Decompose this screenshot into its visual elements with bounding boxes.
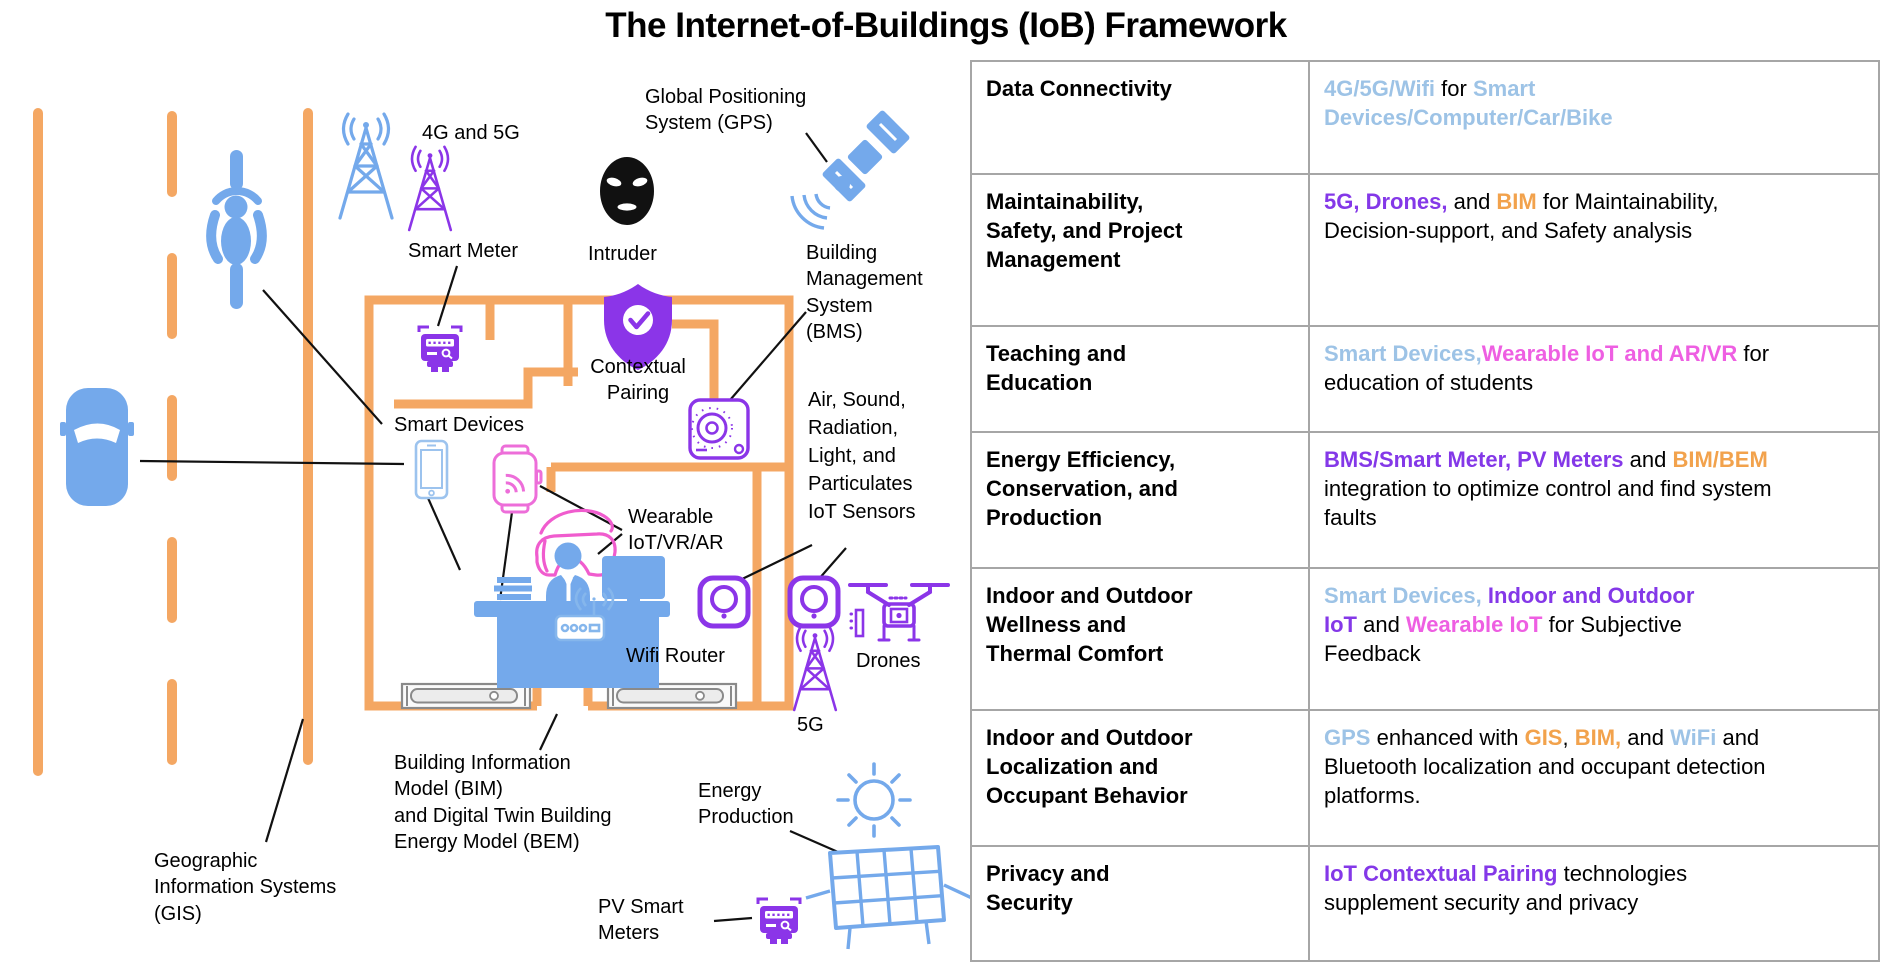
gps-satellite-icon <box>790 110 910 230</box>
label-wifi-router: Wifi Router <box>626 645 725 667</box>
description-segment: and <box>1621 725 1671 750</box>
solar-panel-icon <box>805 845 970 950</box>
smart-meter-icon <box>417 325 463 374</box>
description-segment: BMS/Smart Meter, PV Meters <box>1324 447 1624 472</box>
car-icon <box>60 388 134 506</box>
smartphone-icon <box>414 439 449 500</box>
row-topic: Data Connectivity <box>970 60 1310 175</box>
description-segment: for <box>1435 76 1473 101</box>
description-segment: Smart Devices/Computer/Car/Bike <box>1324 76 1613 131</box>
row-description: 4G/5G/Wifi for Smart Devices/Computer/Ca… <box>1308 60 1880 175</box>
page-title: The Internet-of-Buildings (IoB) Framewor… <box>605 6 1287 45</box>
description-segment: IoT Contextual Pairing <box>1324 861 1558 886</box>
label-4g-and-5g: 4G and 5G <box>422 122 520 144</box>
table-row: Indoor and Outdoor Wellness and Thermal … <box>970 567 1880 711</box>
row-topic: Teaching and Education <box>970 325 1310 433</box>
bms-thermostat-icon <box>688 398 750 460</box>
description-segment: Indoor and Outdoor IoT <box>1324 583 1695 638</box>
bike-icon <box>206 150 267 309</box>
row-description: IoT Contextual Pairing technologies supp… <box>1308 845 1880 962</box>
description-segment: Wearable IoT <box>1405 612 1543 638</box>
iob-diagram <box>33 108 970 950</box>
description-segment: BIM/BEM <box>1672 447 1768 472</box>
vr-headset-icon <box>535 508 617 577</box>
description-segment: and <box>1623 447 1673 472</box>
description-segment: , <box>1562 725 1575 750</box>
table-row: Energy Efficiency, Conservation, and Pro… <box>970 431 1880 569</box>
description-segment: enhanced with <box>1370 725 1525 750</box>
description-segment: 4G/5G/Wifi <box>1324 76 1436 101</box>
description-segment: and Bluetooth localization and occupant … <box>1324 725 1766 809</box>
label-gps: Global Positioning System (GPS) <box>645 86 807 135</box>
description-segment: Wearable IoT and AR/VR <box>1481 341 1738 366</box>
row-topic: Indoor and Outdoor Localization and Occu… <box>970 709 1310 847</box>
label-gis: Geographic Information Systems (GIS) <box>154 850 337 925</box>
row-description: Smart Devices, Indoor and Outdoor IoT an… <box>1308 567 1880 711</box>
description-segment: Smart Devices, <box>1324 341 1482 366</box>
description-segment: for Maintainability, Decision-support, a… <box>1324 189 1719 244</box>
row-description: 5G, Drones, and BIM for Maintainability,… <box>1308 173 1880 327</box>
table-row: Indoor and Outdoor Localization and Occu… <box>970 709 1880 847</box>
description-segment: and <box>1447 189 1497 214</box>
row-topic: Maintainability, Safety, and Project Man… <box>970 173 1310 327</box>
row-topic: Energy Efficiency, Conservation, and Pro… <box>970 431 1310 569</box>
description-segment: BIM, <box>1574 725 1622 750</box>
row-description: GPS enhanced with GIS, BIM, and WiFi and… <box>1308 709 1880 847</box>
iot-sensor-indoor-icon <box>700 578 748 626</box>
label-pv-smart-meters: PV Smart Meters <box>598 896 684 945</box>
pv-smart-meter-icon <box>756 897 802 946</box>
description-segment: Smart Devices, <box>1324 583 1482 608</box>
table-row: Maintainability, Safety, and Project Man… <box>970 173 1880 327</box>
description-segment: GPS <box>1324 725 1371 750</box>
description-segment: and <box>1357 612 1406 638</box>
sun-icon <box>836 762 912 838</box>
cell-tower-5g-outdoor-icon <box>792 625 838 712</box>
label-air-iot-sensors: Air, Sound, Radiation, Light, and Partic… <box>808 389 916 523</box>
cell-tower-4g-icon <box>338 112 394 220</box>
intruder-icon <box>600 157 654 225</box>
person-at-desk-icon <box>474 542 670 688</box>
label-smart-devices: Smart Devices <box>394 414 525 436</box>
label-bms: Building Management System (BMS) <box>806 242 923 344</box>
row-topic: Privacy and Security <box>970 845 1310 962</box>
wifi-router-icon <box>554 587 615 642</box>
label-5g: 5G <box>797 714 824 736</box>
row-topic: Indoor and Outdoor Wellness and Thermal … <box>970 567 1310 711</box>
road-lane-lines <box>33 108 313 776</box>
description-segment: 5G, Drones, <box>1324 189 1448 214</box>
label-drones: Drones <box>856 650 921 672</box>
label-wearable-iot-vr-ar: Wearable IoT/VR/AR <box>628 506 724 555</box>
description-segment: technologies supplement security and pri… <box>1324 861 1688 916</box>
label-energy-production: Energy Production <box>698 780 794 829</box>
description-segment: GIS <box>1524 725 1563 750</box>
description-segment: for Subjective Feedback <box>1324 612 1682 667</box>
description-segment: integration to optimize control and find… <box>1324 476 1772 531</box>
smartwatch-icon <box>492 444 543 514</box>
row-description: Smart Devices,Wearable IoT and AR/VR for… <box>1308 325 1880 433</box>
contextual-pairing-shield-icon <box>604 284 672 370</box>
annotation-lines <box>139 132 847 923</box>
cell-tower-5g-icon <box>407 145 453 232</box>
label-bim-bem: Building Information Model (BIM) and Dig… <box>394 752 612 854</box>
label-smart-meter: Smart Meter <box>408 240 519 262</box>
iot-sensor-outdoor-icon <box>790 578 838 626</box>
description-segment: WiFi <box>1670 725 1717 750</box>
drone-icon <box>848 583 950 642</box>
label-intruder: Intruder <box>588 243 657 265</box>
description-segment: for education of students <box>1324 341 1770 396</box>
label-contextual-pairing: Contextual Pairing <box>590 356 686 405</box>
description-segment: BIM <box>1496 189 1537 214</box>
row-description: BMS/Smart Meter, PV Meters and BIM/BEM i… <box>1308 431 1880 569</box>
